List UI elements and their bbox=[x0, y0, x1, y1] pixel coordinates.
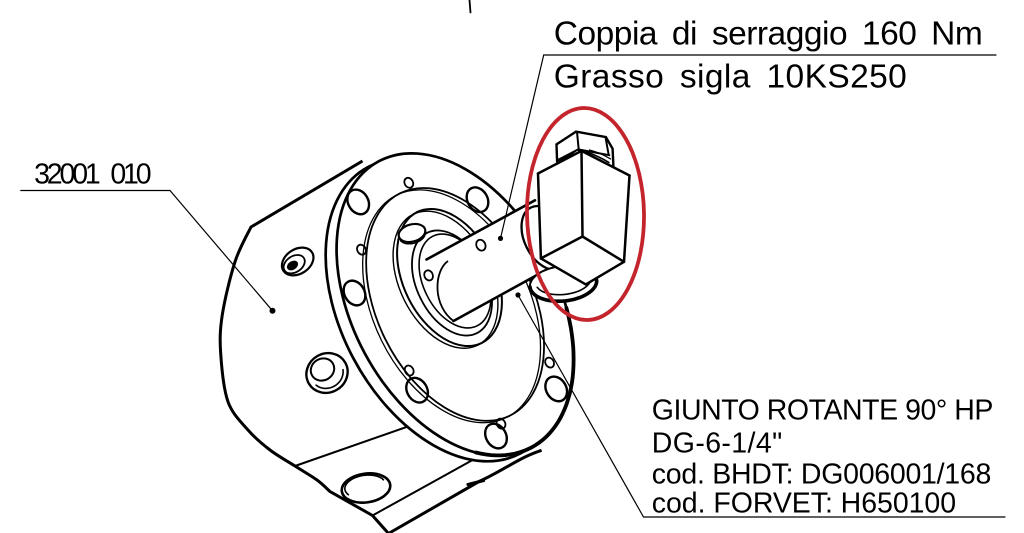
svg-text:Coppia di serraggio 160 Nm: Coppia di serraggio 160 Nm bbox=[554, 15, 983, 52]
svg-text:DG-6-1/4": DG-6-1/4" bbox=[652, 428, 782, 460]
svg-text:GIUNTO ROTANTE 90° HP: GIUNTO ROTANTE 90° HP bbox=[652, 394, 994, 426]
svg-text:cod. FORVET: H650100: cod. FORVET: H650100 bbox=[652, 488, 956, 520]
svg-text:32001 010: 32001 010 bbox=[34, 158, 152, 190]
svg-text:Grasso sigla 10KS250: Grasso sigla 10KS250 bbox=[554, 59, 907, 96]
svg-text:cod. BHDT: DG006001/168: cod. BHDT: DG006001/168 bbox=[652, 459, 992, 491]
